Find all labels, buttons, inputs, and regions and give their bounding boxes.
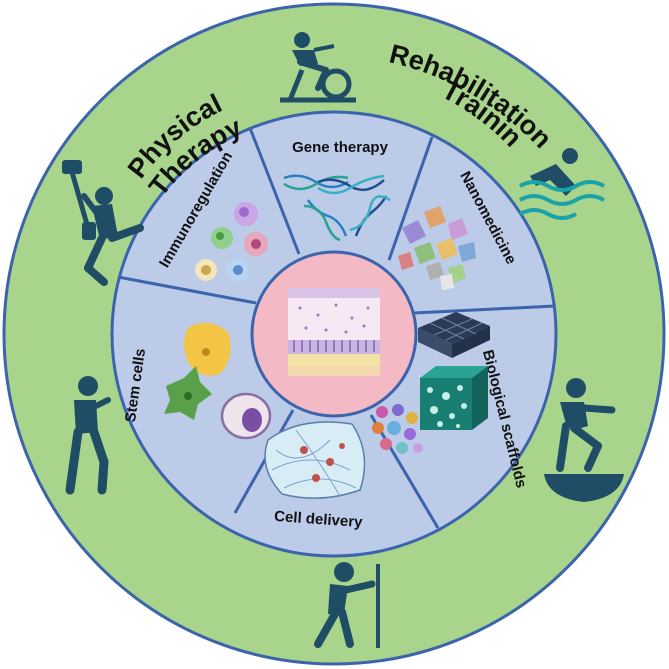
stem-cell-icon	[164, 322, 272, 440]
scaffold-icon	[372, 312, 490, 454]
wall-push-icon	[314, 562, 380, 648]
lunge-icon	[65, 376, 111, 495]
swimming-icon	[519, 148, 605, 220]
immune-cells-icon	[195, 202, 268, 281]
dna-icon	[283, 174, 391, 242]
tissue-cross-section-icon	[288, 288, 380, 376]
segment-dividers	[117, 127, 556, 529]
segment-label-gene-therapy: Gene therapy	[292, 139, 389, 156]
balance-squat-icon	[544, 378, 624, 502]
weightlifting-icon	[62, 160, 144, 286]
nanoparticles-icon	[398, 206, 476, 290]
segment-label-cell-delivery: Cell delivery	[274, 508, 364, 531]
hydrogel-icon	[264, 421, 366, 499]
cycling-icon	[280, 32, 356, 103]
